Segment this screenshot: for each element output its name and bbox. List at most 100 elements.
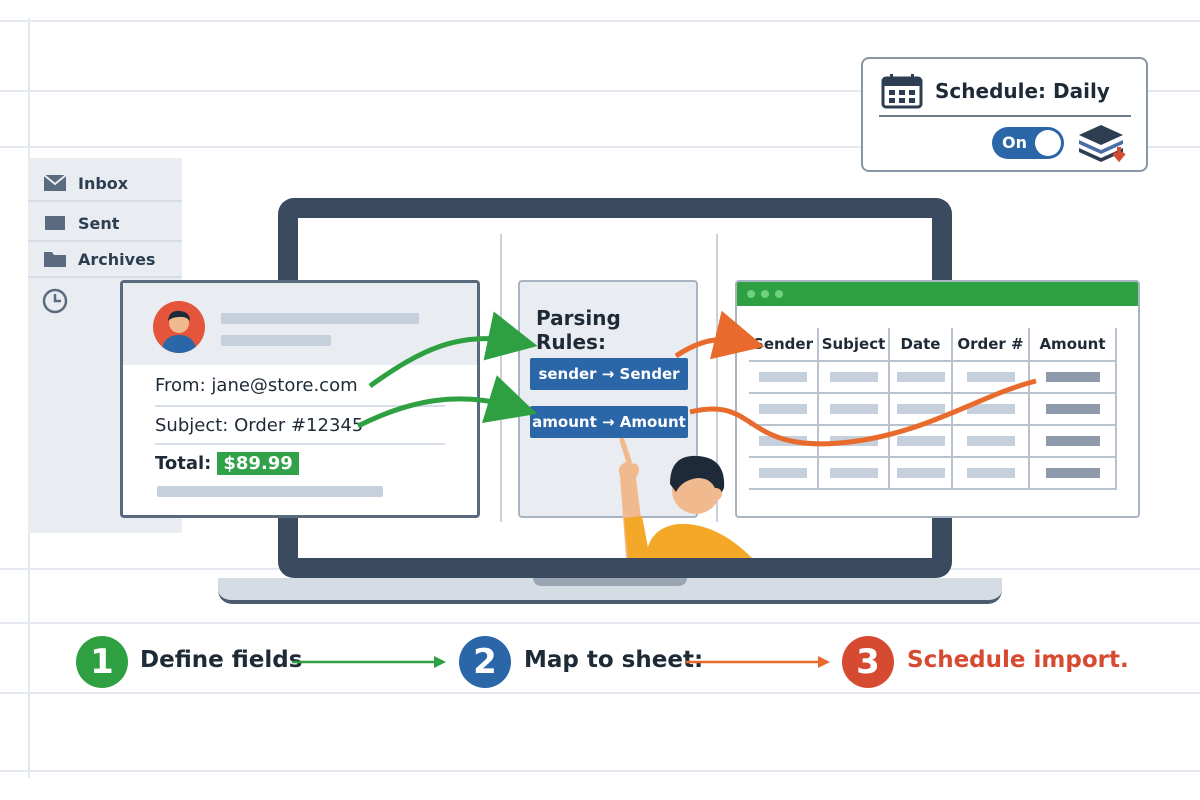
person-illustration [618, 438, 752, 558]
column-header-subject[interactable]: Subject [819, 328, 890, 362]
table-cell[interactable] [819, 426, 890, 458]
table-cell[interactable] [890, 394, 953, 426]
parsing-rules-title: Parsing Rules: [536, 306, 621, 354]
step-1-circle: 1 [76, 636, 128, 688]
table-cell[interactable] [1030, 458, 1117, 490]
window-dot [775, 290, 783, 298]
paper-line [0, 90, 1200, 92]
sidebar-item-label: Archives [78, 249, 156, 269]
paper-line [0, 770, 1200, 772]
divider [155, 443, 445, 445]
table-cell[interactable] [953, 458, 1030, 490]
rule-sender[interactable]: sender → Sender [530, 358, 688, 390]
cell-placeholder [1045, 436, 1100, 446]
cell-placeholder [829, 436, 878, 446]
spreadsheet-title-bar [737, 282, 1138, 306]
table-cell[interactable] [1030, 394, 1117, 426]
step-3-label: Schedule import. [907, 647, 1129, 673]
toggle-label: On [1002, 133, 1027, 152]
database-import-icon [1079, 123, 1129, 169]
from-label: From: [155, 375, 206, 396]
placeholder-bar [221, 335, 331, 346]
screen-divider [716, 234, 718, 522]
total-label: Total: [155, 453, 212, 474]
paper-line [0, 146, 1200, 148]
table-cell[interactable] [1030, 426, 1117, 458]
table-cell[interactable] [749, 394, 819, 426]
table-cell[interactable] [819, 394, 890, 426]
rule-amount[interactable]: amount → Amount [530, 406, 688, 438]
cell-placeholder [966, 436, 1015, 446]
from-value: jane@store.com [211, 375, 358, 396]
table-cell[interactable] [819, 458, 890, 490]
table-cell[interactable] [749, 426, 819, 458]
cell-placeholder [1045, 404, 1100, 414]
placeholder-bar [157, 486, 383, 497]
schedule-label: Schedule: Daily [935, 79, 1110, 103]
cell-placeholder [829, 404, 878, 414]
avatar [153, 301, 205, 353]
total-value-badge: $89.99 [217, 452, 299, 475]
email-header [123, 283, 477, 365]
table-cell[interactable] [749, 458, 819, 490]
table-cell[interactable] [953, 426, 1030, 458]
table-cell[interactable] [953, 362, 1030, 394]
column-header-order[interactable]: Order # [953, 328, 1030, 362]
email-subject-line: Subject: Order #12345 [155, 415, 363, 436]
screen-divider [500, 234, 502, 522]
cell-placeholder [759, 436, 807, 446]
cell-placeholder [896, 404, 945, 414]
table-cell[interactable] [890, 426, 953, 458]
table-cell[interactable] [749, 362, 819, 394]
sidebar-item-sent[interactable]: Sent [28, 206, 182, 242]
subject-label: Subject: [155, 415, 229, 436]
placeholder-bar [221, 313, 419, 324]
cell-placeholder [759, 404, 807, 414]
toggle-knob [1035, 130, 1061, 156]
email-card[interactable]: From: jane@store.com Subject: Order #123… [120, 280, 480, 518]
folder-icon [42, 250, 68, 268]
step-arrow [292, 656, 446, 668]
sent-icon [42, 215, 68, 231]
table-cell[interactable] [1030, 362, 1117, 394]
step-1-label: Define fields [140, 647, 303, 673]
email-from-line: From: jane@store.com [155, 375, 358, 396]
column-header-date[interactable]: Date [890, 328, 953, 362]
cell-placeholder [966, 372, 1015, 382]
laptop-notch [533, 578, 687, 586]
sidebar-item-history[interactable] [28, 284, 182, 318]
step-3-circle: 3 [842, 636, 894, 688]
schedule-card: Schedule: Daily On [861, 57, 1148, 172]
cell-placeholder [966, 404, 1015, 414]
divider [155, 405, 445, 407]
cell-placeholder [1045, 468, 1100, 478]
step-arrow [686, 656, 830, 668]
table-cell[interactable] [953, 394, 1030, 426]
divider [879, 115, 1131, 117]
window-dot [747, 290, 755, 298]
table-cell[interactable] [890, 362, 953, 394]
envelope-icon [42, 174, 68, 192]
table-cell[interactable] [890, 458, 953, 490]
table-cell[interactable] [819, 362, 890, 394]
sidebar-item-label: Inbox [78, 173, 129, 193]
schedule-toggle[interactable]: On [992, 127, 1064, 159]
sidebar-item-archives[interactable]: Archives [28, 242, 182, 278]
spreadsheet-window: Sender Subject Date Order # Amount [735, 280, 1140, 518]
cell-placeholder [896, 436, 945, 446]
spreadsheet-grid: Sender Subject Date Order # Amount [749, 328, 1117, 490]
cell-placeholder [759, 372, 807, 382]
cell-placeholder [896, 468, 945, 478]
cell-placeholder [759, 468, 807, 478]
column-header-sender[interactable]: Sender [749, 328, 819, 362]
step-2-circle: 2 [459, 636, 511, 688]
email-total-line: Total:$89.99 [155, 452, 299, 475]
calendar-icon [881, 73, 923, 113]
step-2-label: Map to sheet: [524, 647, 704, 673]
clock-icon [42, 288, 68, 314]
column-header-amount[interactable]: Amount [1030, 328, 1117, 362]
subject-value: Order #12345 [234, 415, 364, 436]
parsing-rules-panel: Parsing Rules: sender → Sender amount → … [518, 280, 698, 518]
cell-placeholder [829, 468, 878, 478]
sidebar-item-inbox[interactable]: Inbox [28, 166, 182, 202]
